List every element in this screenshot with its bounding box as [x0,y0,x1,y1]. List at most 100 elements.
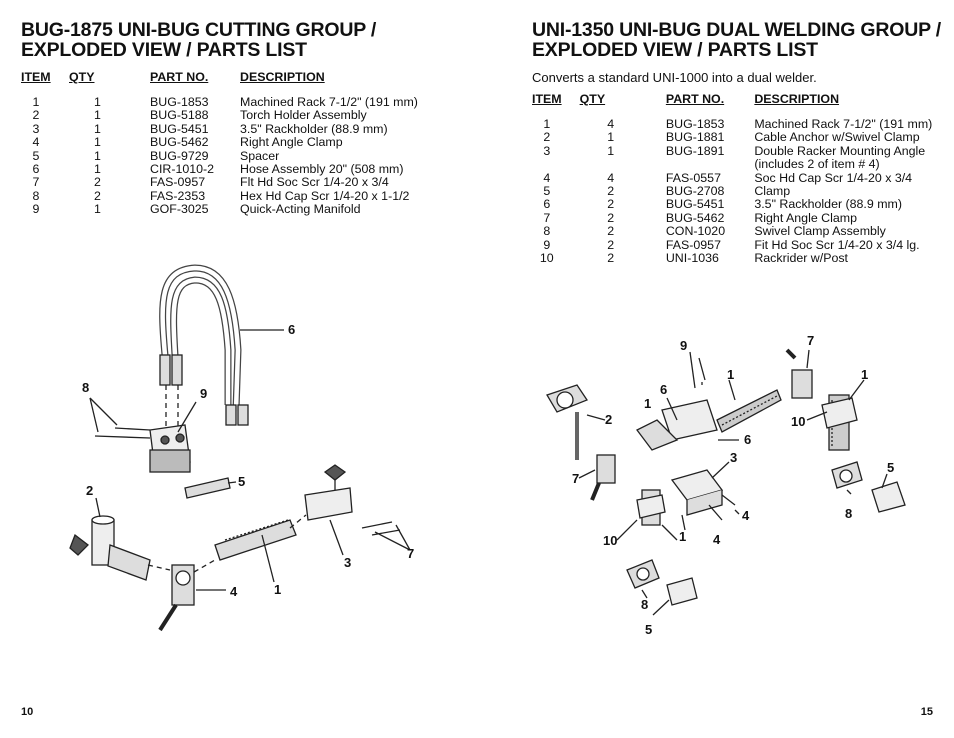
cell-qty: 1 [94,148,101,163]
cell-part: BUG-9729 [150,148,209,163]
cell-desc: Swivel Clamp Assembly [754,224,886,239]
callout-9: 9 [680,338,687,353]
cell-desc: Machined Rack 7-1/2" (191 mm) [754,117,933,131]
cell-part: BUG-5462 [665,210,725,225]
callout-1-lower: 1 [679,529,686,544]
callout-7-top: 7 [807,333,814,348]
right-table-body: 1 4 BUG-1853 Machined Rack 7-1/2" (191 mm) 2… [532,117,954,266]
right-page: UNI-1350 UNI-BUG DUAL WELDING GROUP / EX… [477,0,954,738]
cell-item: 9 [32,202,40,217]
cell-qty: 1 [94,121,101,136]
cell-desc: (includes 2 of item # 4) [754,157,880,172]
left-title-line2: EXPLODED VIEW / PARTS LIST [21,39,307,61]
cell-qty: 2 [607,237,615,252]
cell-desc: Right Angle Clamp [240,135,343,150]
cell-item: 6 [543,197,551,212]
cell-item: 2 [543,130,551,145]
cell-part: BUG-1853 [150,95,209,109]
cell-qty: 2 [607,197,615,212]
cell-qty: 2 [94,188,101,203]
cell-part: UNI-1036 [665,251,719,266]
header-desc: DESCRIPTION [240,70,325,84]
left-page-number: 10 [21,706,34,718]
cell-desc: Machined Rack 7-1/2" (191 mm) [240,95,418,109]
callout-10-right: 10 [791,414,805,429]
cell-part: FAS-0557 [665,170,721,185]
cell-part: BUG-1891 [665,143,725,158]
header-part: PART NO. [665,92,725,106]
cell-part: FAS-2353 [150,188,206,203]
cell-item: 5 [543,184,551,199]
cell-desc: 3.5" Rackholder (88.9 mm) [754,197,902,212]
left-page-title: BUG-1875 UNI-BUG CUTTING GROUP / EXPLODE… [21,20,461,60]
callout-2: 2 [86,483,93,498]
left-page: BUG-1875 UNI-BUG CUTTING GROUP / EXPLODE… [21,20,461,718]
cell-qty: 1 [94,135,101,150]
callout-4-a: 4 [742,508,750,523]
callout-8: 8 [82,380,89,395]
parts-row: 2 1 BUG-5188 Torch Holder Assembly [21,108,440,123]
cell-qty: 1 [94,95,101,109]
cell-qty: 2 [607,251,615,266]
cell-qty: 1 [94,202,101,217]
right-title-line1: UNI-1350 UNI-BUG DUAL WELDING GROUP / [532,19,942,41]
cell-qty: 1 [607,130,615,145]
cell-part: BUG-1853 [665,117,725,131]
cell-part: BUG-2708 [665,184,725,199]
header-item: ITEM [21,70,51,84]
cell-part: BUG-5188 [150,108,209,123]
cell-item: 3 [543,143,551,158]
cell-item: 9 [543,237,551,252]
cell-item: 4 [543,170,551,185]
callout-6-top: 6 [660,382,667,397]
callout-4-b: 4 [713,532,721,547]
cell-qty: 2 [607,184,615,199]
callout-9: 9 [200,386,207,401]
callout-5: 5 [238,474,245,489]
header-part: PART NO. [150,70,209,84]
parts-row: (includes 2 of item # 4) [532,157,954,172]
callout-6: 6 [288,322,295,337]
cell-item: 2 [32,108,40,123]
cell-desc: Double Racker Mounting Angle [754,143,926,158]
right-page-number: 15 [920,706,933,718]
cell-desc: Torch Holder Assembly [240,108,367,123]
cell-item: 1 [543,117,551,131]
cell-item: 7 [543,210,551,225]
cell-part: BUG-1881 [665,130,725,145]
cell-desc: Right Angle Clamp [754,210,857,225]
callout-1-left: 1 [644,396,651,411]
cell-qty: 1 [607,143,615,158]
callout-7-left: 7 [572,471,579,486]
cutting-group-exploded-view: 6 8 9 5 2 7 3 4 1 [69,264,414,632]
header-qty: QTY [69,70,95,84]
cell-part: BUG-5462 [150,135,209,150]
callout-1-right: 1 [861,367,868,382]
cell-desc: 3.5" Rackholder (88.9 mm) [240,121,388,136]
cell-part: FAS-0957 [150,175,206,190]
callout-3: 3 [344,555,351,570]
cell-part: CON-1020 [665,224,726,239]
cell-desc: Fit Hd Soc Scr 1/4-20 x 3/4 lg. [754,237,920,252]
cell-item: 10 [539,251,554,266]
cell-qty: 1 [94,162,101,177]
cell-desc: Hose Assembly 20" (508 mm) [240,162,404,177]
callout-5-right: 5 [887,460,894,475]
cell-desc: Spacer [240,148,280,163]
cell-qty: 1 [94,108,101,123]
cell-item: 5 [32,148,40,163]
callout-8-right: 8 [845,506,852,521]
